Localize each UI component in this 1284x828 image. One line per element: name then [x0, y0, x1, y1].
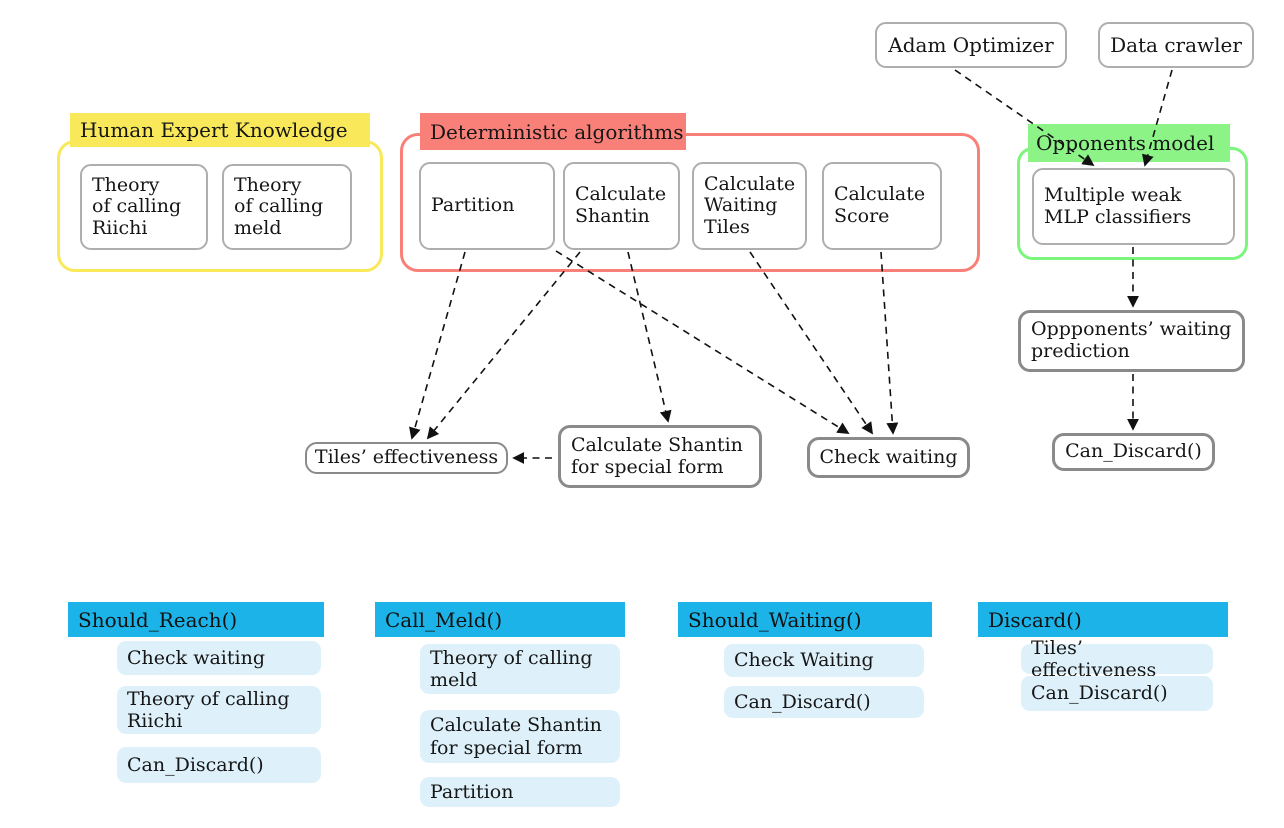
list-header-call-meld: Call_Meld() [375, 602, 625, 637]
group-label-human-expert-knowledge: Human Expert Knowledge [70, 113, 370, 147]
list-item: Theory of calling meld [420, 644, 620, 694]
group-label-deterministic-algorithms: Deterministic algorithms [420, 113, 686, 150]
list-item: Can_Discard() [1021, 676, 1213, 711]
edge-shantin-to-check-waiting [555, 250, 850, 434]
node-theory-of-calling-riichi: Theory of calling Riichi [80, 164, 208, 250]
node-calculate-shantin-special-form: Calculate Shantin for special form [558, 425, 762, 488]
list-item: Theory of calling Riichi [117, 686, 321, 734]
list-header-discard: Discard() [978, 602, 1228, 637]
list-item: Tiles’ effectiveness [1021, 637, 1213, 681]
node-adam-optimizer: Adam Optimizer [875, 22, 1067, 68]
node-check-waiting: Check waiting [807, 437, 970, 478]
list-item: Check Waiting [724, 644, 924, 677]
node-tiles-effectiveness: Tiles’ effectiveness [305, 442, 508, 474]
edge-score-to-check-waiting [880, 251, 899, 435]
list-header-should-reach: Should_Reach() [68, 602, 324, 637]
list-item: Calculate Shantin for special form [420, 710, 620, 763]
edge-partition-to-tiles [409, 251, 466, 440]
list-item: Can_Discard() [117, 747, 321, 783]
list-header-should-waiting: Should_Waiting() [678, 602, 932, 637]
node-calculate-shantin: Calculate Shantin [563, 162, 680, 250]
edge-waiting-tiles-to-check-waiting [749, 251, 874, 435]
node-multiple-weak-mlp-classifiers: Multiple weak MLP classifiers [1032, 168, 1235, 245]
node-data-crawler: Data crawler [1098, 22, 1254, 68]
list-item: Partition [420, 777, 620, 807]
node-calculate-score: Calculate Score [822, 162, 942, 250]
node-can-discard: Can_Discard() [1052, 433, 1215, 471]
node-partition: Partition [419, 162, 555, 250]
edge-shantin-to-special-form [627, 251, 672, 423]
node-opponents-waiting-prediction: Oppponents’ waiting prediction [1018, 310, 1245, 372]
list-item: Check waiting [117, 641, 321, 675]
list-item: Can_Discard() [724, 686, 924, 718]
node-theory-of-calling-meld: Theory of calling meld [222, 164, 352, 250]
group-label-opponents-model: Opponents model [1028, 124, 1230, 162]
node-calculate-waiting-tiles: Calculate Waiting Tiles [692, 162, 807, 250]
edge-shantin-to-tiles [426, 251, 581, 440]
